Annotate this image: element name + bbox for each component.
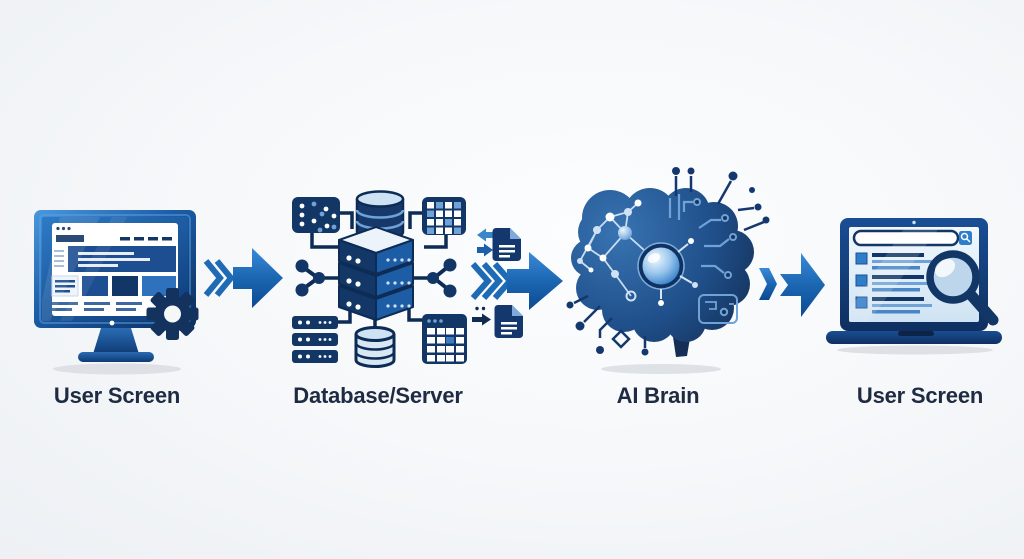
- search-bar: [852, 229, 972, 247]
- block-arrow: [233, 248, 283, 308]
- monitor-power-dot: [109, 320, 115, 326]
- label-user-screen-output: User Screen: [856, 383, 984, 408]
- data-table-icon: [422, 314, 467, 364]
- document-send-icon-bottom: [472, 305, 523, 339]
- network-share-left-icon: [295, 259, 325, 297]
- monitor-shadow: [53, 363, 181, 375]
- arrow-database-to-brain: [470, 228, 563, 339]
- magnifier-handle: [965, 289, 999, 326]
- database-cylinder-bottom-icon: [354, 326, 396, 368]
- database-cylinder-top-icon: [355, 190, 405, 241]
- data-matrix-icon: [292, 197, 340, 233]
- server-rack-icon: [292, 316, 338, 363]
- arrow-right-icon: [477, 243, 493, 257]
- brain-silhouette: [571, 188, 754, 342]
- search-icon: [960, 232, 969, 241]
- brain-circuit-traces: [658, 194, 738, 324]
- server-stack-3d-icon: [338, 226, 414, 321]
- laptop-icon: [826, 218, 1002, 355]
- ai-brain-icon: [566, 167, 770, 374]
- brain-core-sphere: [637, 242, 685, 290]
- monitor-stand: [93, 328, 139, 354]
- data-grid-icon: [422, 197, 466, 235]
- brain-external-connectors-top: [672, 167, 770, 232]
- database-server-cluster-icon: [292, 190, 467, 368]
- laptop-base-notch: [898, 331, 934, 336]
- desktop-monitor-icon: [34, 210, 199, 375]
- browser-window-icon: [51, 223, 178, 316]
- laptop-base: [826, 331, 1002, 344]
- block-arrow: [780, 253, 825, 317]
- arrow-right-icon: [472, 313, 491, 326]
- search-result-row: [855, 296, 932, 314]
- laptop-camera-dot: [912, 220, 916, 225]
- server-box-top: [338, 226, 414, 275]
- arrow-brain-to-user: [759, 253, 825, 317]
- chevron-tail: [759, 268, 777, 300]
- circuit-chip-icon: [698, 294, 738, 324]
- magnifier-icon: [926, 250, 999, 326]
- network-share-right-icon: [427, 258, 457, 298]
- search-result-row: [855, 274, 932, 292]
- search-result-list: [855, 252, 932, 314]
- label-database-server: Database/Server: [293, 383, 463, 408]
- document-exchange-icon-top: [477, 228, 521, 261]
- cluster-connector-lines: [310, 211, 448, 332]
- brain-neural-network: [577, 199, 645, 302]
- label-user-screen-input: User Screen: [53, 383, 181, 408]
- block-arrow: [507, 252, 563, 310]
- brain-shadow: [601, 364, 721, 374]
- label-ai-brain: AI Brain: [616, 383, 700, 408]
- arrow-left-icon: [477, 228, 493, 242]
- gear-icon: [146, 288, 199, 340]
- brain-external-connectors-bottom: [566, 294, 649, 356]
- monitor-base: [78, 352, 154, 362]
- arrow-user-to-database: [203, 248, 283, 308]
- search-result-row: [855, 252, 932, 270]
- laptop-shadow: [837, 345, 993, 355]
